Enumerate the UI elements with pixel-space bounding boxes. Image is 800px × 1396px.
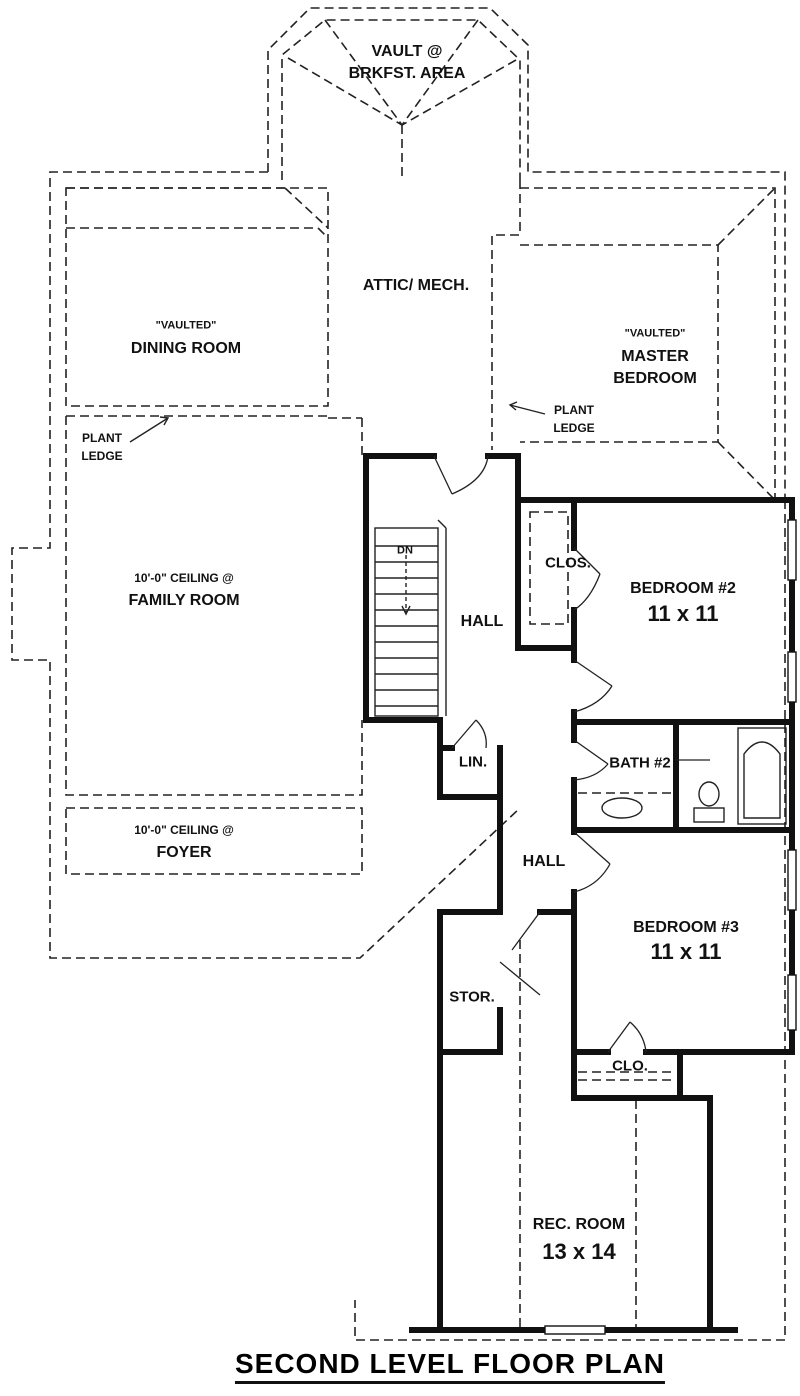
bedroom-2-size: 11 x 11	[647, 601, 719, 626]
bedroom-3-label: BEDROOM #3	[633, 919, 739, 936]
rec-room-label: REC. ROOM	[532, 1216, 626, 1233]
walls	[363, 453, 795, 1333]
master-bedroom-note: "VAULTED"	[624, 327, 686, 340]
hall-label-lower: HALL	[522, 853, 566, 870]
closet-label: CLOS.	[545, 554, 591, 572]
vault-label-line2: BRKFST. AREA	[348, 65, 466, 82]
attic-label: ATTIC/ MECH.	[362, 277, 470, 294]
plant-ledge-right-line1: PLANT	[554, 403, 594, 417]
plant-ledge-left-line2: LEDGE	[81, 449, 123, 463]
storage-label: STOR.	[449, 988, 495, 1006]
master-bedroom-label-line1: MASTER	[621, 348, 689, 365]
bedroom-2-label: BEDROOM #2	[630, 580, 736, 597]
plant-ledge-right-line2: LEDGE	[553, 421, 595, 435]
plant-ledge-left-line1: PLANT	[82, 431, 122, 445]
master-bedroom-label-line2: BEDROOM	[613, 370, 697, 387]
vault-label-line1: VAULT @	[371, 43, 443, 60]
rec-room-size: 13 x 14	[542, 1239, 616, 1264]
stair-down-label: DN	[397, 544, 413, 557]
dining-room-note: "VAULTED"	[155, 319, 217, 332]
foyer-note: 10'-0" CEILING @	[134, 823, 234, 837]
bath-2-label: BATH #2	[609, 754, 671, 772]
closet-3-label: CLO.	[612, 1057, 648, 1075]
dashed-outline-lines	[11, 7, 786, 1341]
door-swings	[433, 455, 710, 1053]
arrows	[129, 401, 546, 443]
linen-label: LIN.	[458, 753, 488, 771]
fixtures	[601, 727, 787, 825]
family-room-note: 10'-0" CEILING @	[134, 571, 234, 585]
dining-room-label: DINING ROOM	[130, 340, 242, 357]
floor-plan-title: SECOND LEVEL FLOOR PLAN	[234, 1348, 666, 1384]
stair	[374, 519, 447, 717]
windows	[544, 519, 797, 1335]
hall-label-upper: HALL	[460, 613, 504, 630]
foyer-label: FOYER	[156, 844, 212, 861]
bedroom-3-size: 11 x 11	[650, 939, 722, 964]
family-room-label: FAMILY ROOM	[128, 592, 240, 609]
